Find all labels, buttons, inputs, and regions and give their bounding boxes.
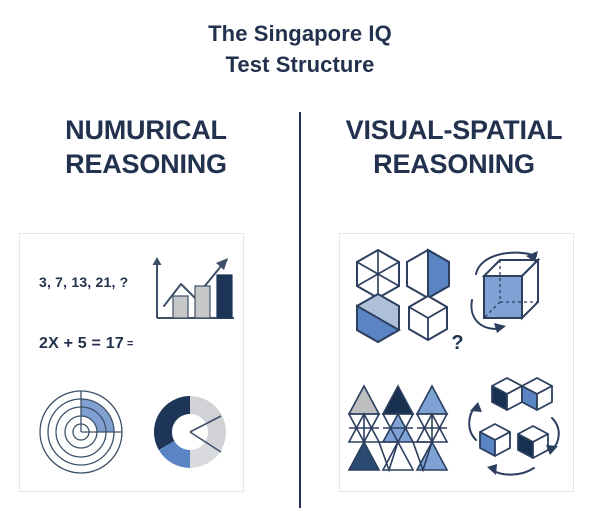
algebra-equation-body: 2X + 5 = 17 [39, 335, 124, 352]
column-heading-visual: VISUAL-SPATIAL REASONING [314, 113, 594, 181]
column-heading-numerical: NUMURICAL REASONING [6, 113, 286, 181]
visual-spatial-reasoning-panel: ? [339, 233, 574, 492]
column-heading-numerical-line-2: REASONING [65, 149, 227, 179]
cube-rotation-cycle-icon [462, 377, 570, 480]
column-heading-numerical-line-1: NUMURICAL [65, 115, 227, 145]
donut-chart-icon [142, 384, 238, 480]
columns-container: NUMURICAL REASONING VISUAL-SPATIAL REASO… [0, 105, 600, 505]
algebra-equation-tail: = [126, 338, 134, 350]
numerical-reasoning-panel: 3, 7, 13, 21, ? 2X + 5 = 17= [19, 233, 244, 492]
algebra-equation-text: 2X + 5 = 17= [39, 335, 134, 353]
hexagon-cluster-icon [350, 248, 458, 344]
column-heading-visual-line-1: VISUAL-SPATIAL [345, 115, 563, 145]
column-divider [299, 112, 301, 508]
rotating-cube-icon [464, 246, 568, 346]
column-visual-spatial-reasoning: VISUAL-SPATIAL REASONING [314, 105, 594, 505]
number-sequence-text: 3, 7, 13, 21, ? [39, 274, 129, 290]
question-mark-text: ? [451, 332, 464, 354]
page-title-line-2: Test Structure [225, 52, 375, 77]
triangle-tessellation-icon [346, 380, 456, 480]
column-numerical-reasoning: NUMURICAL REASONING [6, 105, 286, 505]
visual-panel-inner: ? [340, 234, 573, 491]
column-heading-visual-line-2: REASONING [373, 149, 535, 179]
bar-chart-growth-icon [148, 250, 238, 328]
page-title-line-1: The Singapore IQ [208, 21, 392, 46]
concentric-circles-icon [34, 385, 130, 479]
numerical-panel-inner: 3, 7, 13, 21, ? 2X + 5 = 17= [20, 234, 243, 491]
page-title: The Singapore IQ Test Structure [0, 18, 600, 80]
